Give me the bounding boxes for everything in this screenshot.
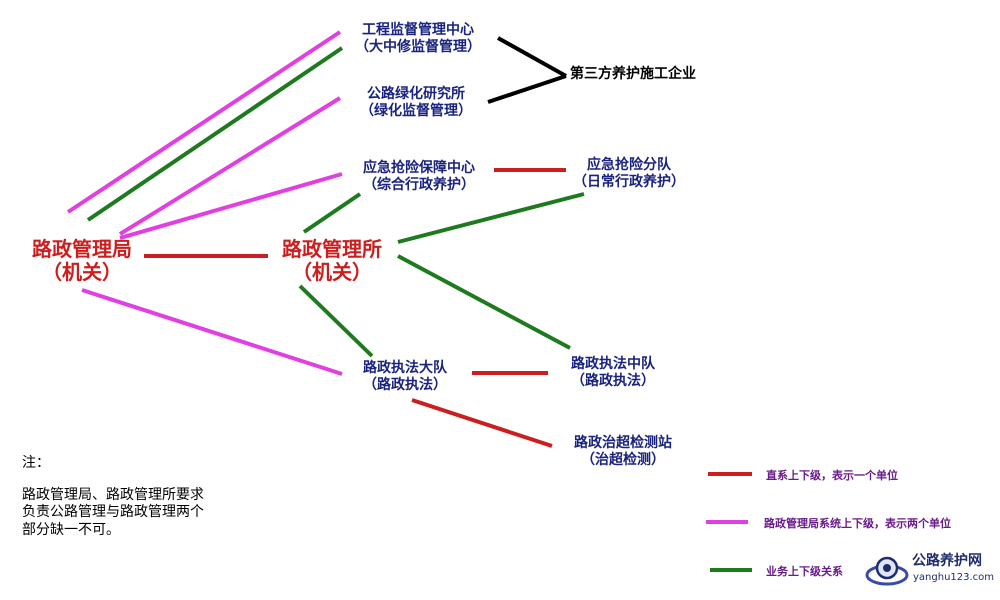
node-enforcement-brigade-name: 路政执法大队: [363, 360, 447, 376]
green-line-office-squad: [397, 192, 585, 244]
node-engineering-center-note: （大中修监督管理）: [355, 38, 481, 55]
node-emergency-squad: 应急抢险分队 （日常行政养护）: [566, 157, 692, 191]
node-emergency-center-name: 应急抢险保障中心: [363, 160, 475, 176]
node-emergency-center: 应急抢险保障中心 （综合行政养护）: [346, 160, 492, 194]
node-enforcement-squadron: 路政执法中队 （路政执法）: [556, 356, 670, 390]
magenta-line-bureau-greening: [118, 96, 342, 236]
node-office: 路政管理所 （机关）: [272, 238, 392, 284]
node-third-party: 第三方养护施工企业: [570, 66, 696, 83]
green-line-office-brigade: [298, 284, 374, 358]
node-office-name: 路政管理所: [282, 237, 382, 261]
node-engineering-center-name: 工程监督管理中心: [362, 22, 474, 38]
site-logo-url: yanghu123.com: [913, 572, 995, 583]
note-line-3: 部分缺一不可。: [22, 521, 120, 538]
node-bureau: 路政管理局 （机关）: [22, 238, 142, 284]
node-greening-institute-name: 公路绿化研究所: [367, 86, 465, 102]
node-overload-station-name: 路政治超检测站: [574, 435, 672, 451]
node-enforcement-squadron-note: （路政执法）: [571, 372, 655, 389]
legend-red-text: 直系上下级，表示一个单位: [766, 469, 898, 482]
node-bureau-name: 路政管理局: [32, 237, 132, 261]
node-greening-institute-note: （绿化监督管理）: [360, 102, 472, 119]
node-enforcement-brigade: 路政执法大队 （路政执法）: [348, 360, 462, 394]
node-overload-station-note: （治超检测）: [581, 451, 665, 468]
legend-magenta-text: 路政管理局系统上下级，表示两个单位: [764, 517, 951, 530]
magenta-line-bureau-emergency: [119, 172, 343, 240]
node-emergency-squad-note: （日常行政养护）: [573, 173, 685, 190]
note-block: 注： 路政管理局、路政管理所要求 负责公路管理与路政管理两个 部分缺一不可。: [22, 455, 204, 539]
black-line-greening-third-party: [487, 74, 567, 104]
black-line-engineering-third-party: [497, 36, 567, 78]
node-overload-station: 路政治超检测站 （治超检测）: [558, 435, 688, 469]
site-logo-icon: [865, 556, 909, 586]
node-enforcement-squadron-name: 路政执法中队: [571, 356, 655, 372]
green-line-office-emergency: [302, 192, 362, 234]
site-logo-name: 公路养护网: [912, 553, 982, 569]
node-emergency-squad-name: 应急抢险分队: [587, 157, 671, 173]
green-line-office-squadron: [397, 254, 571, 350]
note-line-1: 路政管理局、路政管理所要求: [22, 486, 204, 503]
node-office-note: （机关）: [292, 260, 372, 284]
node-enforcement-brigade-note: （路政执法）: [363, 376, 447, 393]
magenta-line-bureau-engineering: [66, 30, 342, 214]
magenta-line-bureau-enforcement: [81, 288, 343, 376]
node-bureau-note: （机关）: [42, 260, 122, 284]
node-emergency-center-note: （综合行政养护）: [363, 176, 475, 193]
node-greening-institute: 公路绿化研究所 （绿化监督管理）: [346, 86, 486, 120]
node-third-party-name: 第三方养护施工企业: [570, 66, 696, 82]
note-line-2: 负责公路管理与路政管理两个: [22, 504, 204, 520]
red-line-brigade-station: [411, 398, 553, 448]
legend-green-text: 业务上下级关系: [766, 565, 843, 578]
node-engineering-center: 工程监督管理中心 （大中修监督管理）: [348, 22, 488, 56]
note-title: 注：: [22, 455, 50, 471]
green-line-bureau-engineering: [86, 46, 344, 222]
